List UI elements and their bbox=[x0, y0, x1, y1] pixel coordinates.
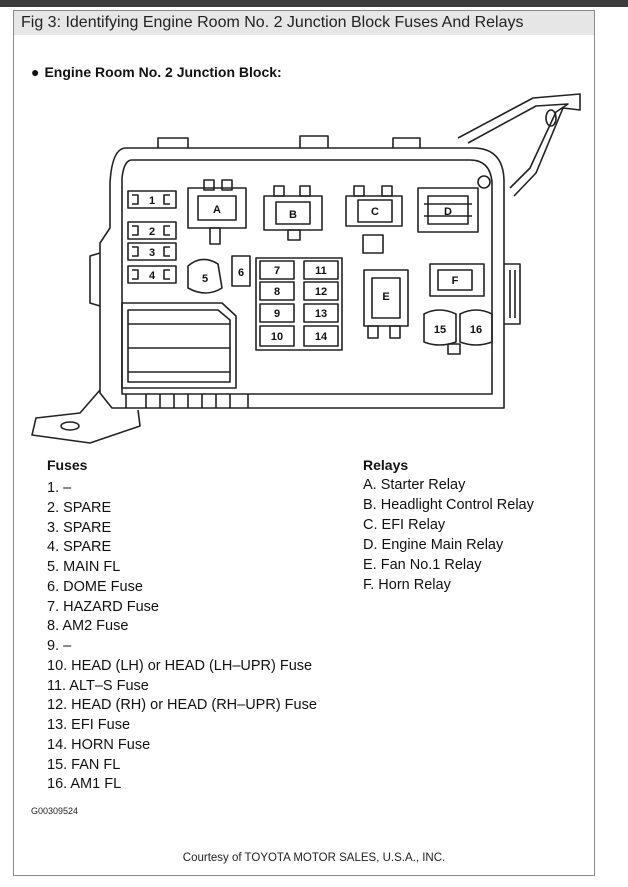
housing-outer bbox=[99, 147, 505, 409]
diagram-label-fuse-10: 10 bbox=[271, 331, 283, 343]
credit-line: Courtesy of TOYOTA MOTOR SALES, U.S.A., … bbox=[182, 852, 446, 864]
diagram-label-relay-d: D bbox=[444, 206, 452, 218]
diagram-label-fuse-14: 14 bbox=[315, 331, 328, 343]
junction-block-diagram: 1 2 3 4 5 6 7 8 9 10 11 12 13 14 15 16 A… bbox=[31, 93, 581, 444]
fuse-item: 3. SPARE bbox=[47, 519, 112, 536]
fuse-10-slot bbox=[259, 325, 295, 347]
fuse-item: 10. HEAD (LH) or HEAD (LH–UPR) Fuse bbox=[47, 657, 313, 674]
bracket-upper-right-inner bbox=[467, 103, 569, 189]
diagram-label-fuse-15: 15 bbox=[434, 324, 446, 336]
fuse-item: 11. ALT–S Fuse bbox=[47, 677, 149, 694]
relay-c-body bbox=[345, 195, 403, 227]
bullet-icon: ● bbox=[31, 64, 40, 80]
fuse-6-slot bbox=[231, 255, 251, 287]
bracket-lower-hole bbox=[60, 421, 80, 431]
diagram-label-fuse-2: 2 bbox=[149, 226, 155, 238]
fuses-heading: Fuses bbox=[47, 457, 88, 473]
bracket-upper-right bbox=[457, 93, 581, 197]
side-tab-left bbox=[89, 252, 101, 307]
fuse-2-slot bbox=[127, 221, 177, 240]
relay-item: E. Fan No.1 Relay bbox=[363, 557, 482, 573]
small-relay-socket bbox=[362, 234, 384, 254]
fuse-9-slot bbox=[259, 303, 295, 323]
relay-item: F. Horn Relay bbox=[363, 577, 451, 593]
diagram-label-relay-f: F bbox=[452, 275, 459, 287]
relay-item: B. Headlight Control Relay bbox=[363, 497, 534, 513]
fuse-grid-frame bbox=[255, 257, 343, 351]
fuse-item: 16. AM1 FL bbox=[47, 776, 122, 793]
diagram-label-fuse-7: 7 bbox=[274, 265, 280, 277]
section-heading: ●Engine Room No. 2 Junction Block: bbox=[31, 64, 282, 80]
fuse-item: 8. AM2 Fuse bbox=[47, 618, 129, 635]
figure-frame bbox=[13, 10, 595, 876]
side-connector-right bbox=[504, 263, 521, 325]
large-cavity bbox=[121, 302, 237, 389]
fuse-16-body bbox=[459, 309, 493, 346]
diagram-label-fuse-4: 4 bbox=[149, 270, 156, 282]
window-top-bar bbox=[0, 0, 628, 7]
figure-code: G00309524 bbox=[31, 806, 79, 816]
diagram-label-relay-b: B bbox=[289, 209, 297, 221]
section-heading-text: Engine Room No. 2 Junction Block: bbox=[44, 64, 282, 80]
bracket-hole bbox=[545, 109, 557, 127]
relay-d-body bbox=[417, 187, 479, 233]
relay-item: C. EFI Relay bbox=[363, 517, 446, 533]
diagram-label-fuse-6: 6 bbox=[238, 267, 244, 279]
fuse-item: 13. EFI Fuse bbox=[47, 717, 131, 733]
fuse-5-body bbox=[187, 258, 223, 294]
diagram-label-relay-c: C bbox=[371, 206, 379, 218]
relay-f-body bbox=[429, 263, 485, 297]
fuse-3-slot bbox=[127, 242, 177, 261]
fuse-item: 2. SPARE bbox=[47, 499, 112, 516]
diagram-label-fuse-8: 8 bbox=[274, 286, 280, 298]
fuse-item: 5. MAIN FL bbox=[47, 559, 121, 575]
relay-item: A. Starter Relay bbox=[363, 477, 466, 493]
diagram-label-fuse-5: 5 bbox=[202, 273, 208, 285]
fuse-item: 15. FAN FL bbox=[47, 756, 121, 773]
fuse-item: 12. HEAD (RH) or HEAD (RH–UPR) Fuse bbox=[47, 697, 317, 714]
fuse-12-slot bbox=[303, 281, 339, 301]
diagram-label-relay-e: E bbox=[382, 291, 389, 303]
fuse-item: 7. HAZARD Fuse bbox=[47, 598, 159, 615]
fuse-item: 4. SPARE bbox=[47, 539, 112, 556]
diagram-label-fuse-3: 3 bbox=[149, 247, 155, 259]
fuse-8-slot bbox=[259, 281, 295, 301]
fuse-1-slot bbox=[127, 190, 177, 209]
relay-item: D. Engine Main Relay bbox=[363, 537, 504, 553]
fuses-list: 1. – 2. SPARE 3. SPARE 4. SPARE 5. MAIN … bbox=[47, 479, 317, 795]
figure-title: Fig 3: Identifying Engine Room No. 2 Jun… bbox=[14, 11, 594, 35]
diagram-label-fuse-9: 9 bbox=[274, 308, 280, 320]
fuse-item: 6. DOME Fuse bbox=[47, 578, 143, 595]
fuse-15-body bbox=[423, 309, 457, 346]
diagram-label-fuse-13: 13 bbox=[315, 308, 327, 320]
housing-screw bbox=[477, 175, 491, 189]
fuse-4-slot bbox=[127, 265, 177, 284]
housing-inner bbox=[121, 159, 493, 395]
fuse-item: 9. – bbox=[47, 638, 72, 654]
diagram-label-relay-a: A bbox=[213, 204, 221, 216]
fuse-14-slot bbox=[303, 325, 339, 347]
diagram-label-fuse-12: 12 bbox=[315, 286, 327, 298]
bracket-lower-left bbox=[31, 389, 141, 444]
relays-list: A. Starter Relay B. Headlight Control Re… bbox=[363, 475, 534, 595]
fuse-11-slot bbox=[303, 260, 339, 280]
fuse-13-slot bbox=[303, 303, 339, 323]
relays-heading: Relays bbox=[363, 457, 409, 473]
diagram-label-fuse-16: 16 bbox=[470, 324, 482, 336]
diagram-label-fuse-1: 1 bbox=[149, 195, 155, 207]
fuse-item: 1. – bbox=[47, 480, 72, 496]
fuse-item: 14. HORN Fuse bbox=[47, 736, 151, 753]
diagram-label-fuse-11: 11 bbox=[315, 265, 327, 277]
relay-e-body bbox=[363, 269, 409, 327]
fuse-7-slot bbox=[259, 260, 295, 280]
